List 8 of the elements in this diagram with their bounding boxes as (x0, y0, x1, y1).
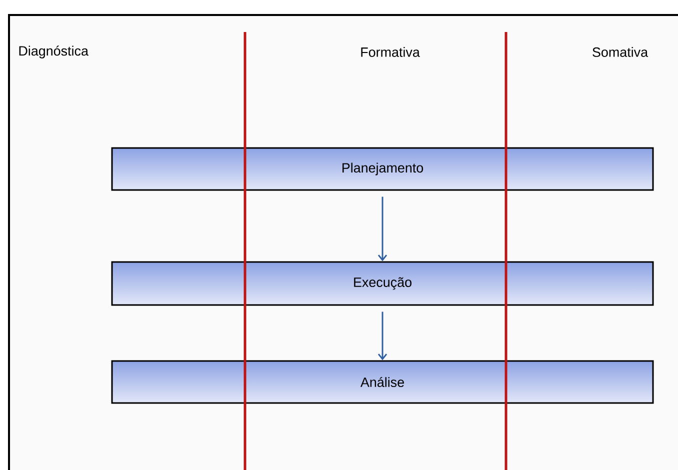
column-heading: Formativa (361, 47, 420, 57)
process-box: Execução (111, 261, 654, 306)
process-box: Análise (111, 360, 654, 404)
arrow (378, 196, 388, 262)
column-heading: Somativa (592, 47, 648, 57)
arrow (378, 312, 388, 360)
process-box: Planejamento (111, 147, 654, 191)
column-heading: Diagnóstica (19, 46, 88, 58)
